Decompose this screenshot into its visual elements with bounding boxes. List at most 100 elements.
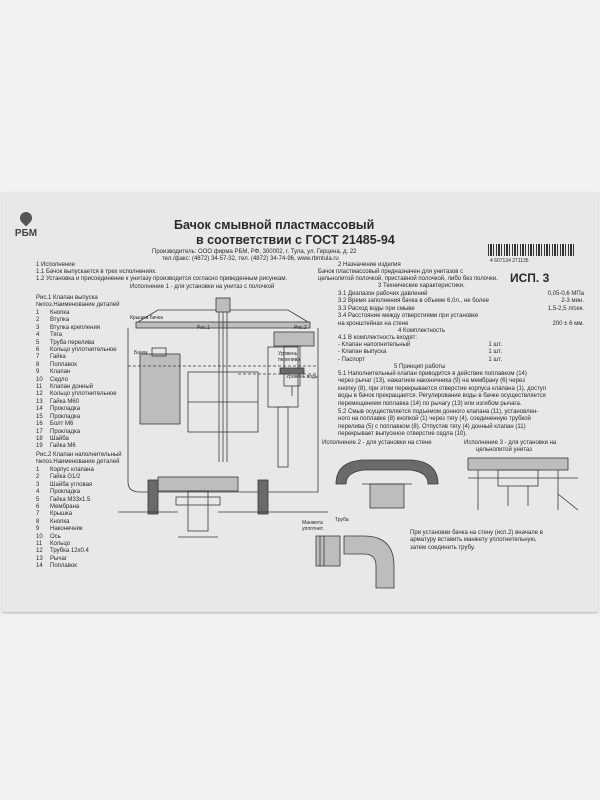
part-number: 5 — [36, 339, 40, 346]
spec-row: 3.2 Время заполнения бачка в объеме 6,0л… — [338, 298, 584, 305]
section2-text-1: Бачок пластмассовый предназначен для уни… — [318, 269, 464, 275]
text-line: ного на поплавке (8) кнопкой (1) через т… — [338, 416, 531, 423]
part-number: 1 — [36, 310, 40, 316]
part-number: 7 — [36, 354, 40, 361]
part-number: 9 — [36, 526, 40, 533]
part-list-item: 3 Шайба угловая — [36, 482, 94, 489]
part-number: 3 — [36, 324, 40, 331]
part-list-item: 11 Клапан донный — [36, 384, 117, 391]
part-list-item: 5 Труба перелива — [36, 340, 117, 347]
spec-value: 0,05-0,6 МПа — [547, 291, 584, 297]
contacts-text: тел./факс: (4872) 34-57-32, тел. (4872) … — [162, 256, 339, 262]
part-name: Шайба — [50, 435, 69, 442]
spec-label: 3.4 Расстояние между отверстиями при уст… — [338, 313, 479, 320]
part-name: Мембрана — [50, 504, 80, 511]
water-drop-icon — [17, 209, 35, 227]
label-cuff: Манжета уплотнит. — [302, 520, 324, 532]
label-water-level: Уровень воды — [286, 374, 319, 380]
part-number: 5 — [36, 496, 40, 503]
part-number: 4 — [36, 332, 40, 339]
part-name: Клапан донный — [50, 384, 94, 391]
fig1-title: Рис.1 Клапан выпуска — [36, 295, 98, 301]
spec-value: 2-3 мин. — [561, 298, 584, 305]
title-line-1: Бачок смывной пластмассовый — [174, 218, 375, 232]
part-number: 18 — [36, 435, 43, 442]
instruction-sheet: РБМ Бачок смывной пластмассовый в соотве… — [2, 192, 598, 612]
part-name: Втулка крепления — [50, 324, 101, 331]
spec-label: 3.2 Время заполнения бачка в объеме 6,0л… — [338, 298, 490, 305]
part-name: Шайба угловая — [50, 481, 93, 488]
part-number: 4 — [36, 489, 40, 496]
text-line: через рычаг (13), нажатием наконечника (… — [338, 378, 525, 385]
spec-value: 1 шт. — [488, 349, 502, 356]
part-number: 14 — [36, 406, 43, 413]
spec-label: - Клапан выпуска — [338, 349, 387, 356]
part-number: 15 — [36, 413, 43, 420]
section1-heading: 1 Исполнение — [36, 262, 75, 268]
part-list-item: 9 Клапан — [36, 369, 117, 376]
part-number: 2 — [36, 317, 40, 324]
part-number: 1 — [36, 467, 40, 473]
label-ris1: Рис.1 — [197, 325, 210, 331]
part-number: 10 — [36, 533, 43, 540]
variant2-caption: Исполнение 2 - для установки на стене — [322, 440, 432, 446]
spec-row: 3.4 Расстояние между отверстиями при уст… — [338, 313, 584, 320]
part-number: 2 — [36, 474, 40, 481]
part-name: Труба перелива — [50, 339, 95, 346]
section3-heading: 3 Технические характеристики. — [378, 283, 465, 289]
spec-value: 1 шт. — [488, 356, 502, 363]
part-name: Тяга — [50, 332, 62, 339]
tank-cross-section-diagram — [118, 297, 328, 538]
part-number: 13 — [36, 398, 43, 405]
part-name: Прокладка — [50, 428, 81, 435]
spec-label: на кронштейнах на стене — [338, 320, 409, 327]
cuff-and-pipe-diagram — [315, 535, 395, 589]
part-number: 6 — [36, 347, 40, 354]
text-line: затем соединить трубу. — [410, 544, 475, 551]
fill-valve-diagram — [273, 331, 315, 396]
section5-heading: 5 Принцип работы — [394, 364, 446, 370]
part-number: 14 — [36, 563, 43, 570]
part-name: Поплавок — [50, 563, 77, 570]
spec-value: 1 шт. — [488, 342, 502, 348]
section1-text-1: 1.1 Бачок выпускается в трех исполнениях… — [36, 269, 157, 275]
part-name: Кольцо уплотнительное — [50, 347, 117, 354]
barcode-number: 4 607134 271135 — [490, 258, 529, 264]
part-name: Седло — [50, 376, 68, 383]
part-name: Гайка М33х1.5 — [50, 496, 91, 503]
spec-row: на кронштейнах на стене 200 ± 6 мм. — [338, 321, 584, 328]
fig1-header: №поз.Наименование деталей — [36, 302, 120, 308]
part-list-item: 17 Прокладка — [36, 429, 117, 436]
part-number: 9 — [36, 369, 40, 376]
text-line: 5.2 Смыв осуществляется подъемом донного… — [338, 409, 539, 415]
label-tank: Бачок — [134, 350, 148, 356]
part-number: 8 — [36, 518, 40, 525]
part-name: Клапан — [50, 369, 71, 376]
part-name: Ось — [50, 533, 61, 540]
part-list-item: 3 Втулка крепления — [36, 325, 117, 332]
part-number: 17 — [36, 428, 43, 435]
part-number: 11 — [36, 384, 43, 391]
part-name: Гайка М60 — [50, 398, 80, 405]
part-name: Гайка — [50, 354, 66, 361]
part-number: 3 — [36, 481, 40, 488]
part-list-item: 7 Гайка — [36, 354, 117, 361]
text-line: перемещением поплавка (14) по рычагу (13… — [338, 400, 522, 407]
spec-value: 200 ± 6 мм. — [552, 320, 584, 327]
text-line: кнопку (8), при этом перекрывается отвер… — [338, 385, 547, 392]
label-ris2: Рис.2 — [294, 325, 307, 331]
spec-label: 3.3 Расход воды при смыве — [338, 305, 415, 312]
